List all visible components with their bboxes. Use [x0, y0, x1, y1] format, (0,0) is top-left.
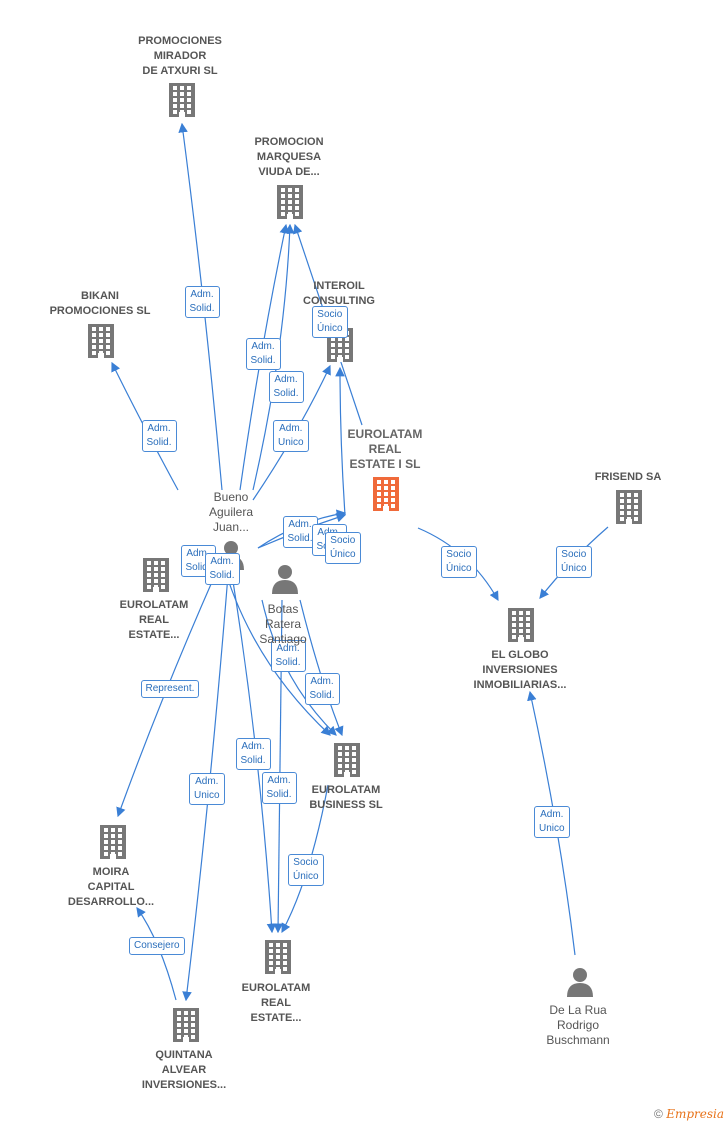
- edge-relationship-label[interactable]: Socio Único: [325, 532, 361, 564]
- edge-relationship-label[interactable]: Adm. Solid.: [261, 772, 297, 804]
- edge-relationship-label[interactable]: Adm. Solid.: [268, 371, 304, 403]
- person-name-label[interactable]: Bueno Aguilera Juan...: [208, 490, 254, 534]
- edge-relationship-label[interactable]: Adm. Solid.: [270, 640, 306, 672]
- edge-relationship-label[interactable]: Adm. Solid.: [184, 286, 220, 318]
- edge-relationship-label[interactable]: Consejero: [129, 937, 185, 955]
- edge-relationship-label[interactable]: Adm. Unico: [189, 773, 225, 805]
- edge-relationship-label[interactable]: Socio Único: [441, 546, 477, 578]
- company-building-icon[interactable]: [277, 185, 303, 219]
- edge-relationship-label[interactable]: Adm. Solid.: [304, 673, 340, 705]
- brand-logo: Empresia: [666, 1107, 724, 1121]
- company-name-label[interactable]: FRISEND SA: [594, 471, 662, 483]
- company-name-label[interactable]: BIKANI PROMOCIONES SL: [49, 290, 151, 317]
- edge-relationship-label[interactable]: Adm. Solid.: [204, 553, 240, 585]
- company-name-label[interactable]: EUROLATAM BUSINESS SL: [309, 784, 383, 811]
- company-name-label[interactable]: QUINTANA ALVEAR INVERSIONES...: [141, 1049, 227, 1091]
- edge-relationship-label[interactable]: Represent.: [140, 680, 200, 698]
- company-building-icon[interactable]: [334, 743, 360, 777]
- edge-relationship-label[interactable]: Adm. Solid.: [235, 738, 271, 770]
- edge-relationship-label[interactable]: Socio Único: [312, 306, 348, 338]
- company-building-icon[interactable]: [169, 83, 195, 117]
- edge-relationship-label[interactable]: Adm. Unico: [273, 420, 309, 452]
- person-icon[interactable]: [272, 565, 298, 594]
- edge-relationship-label[interactable]: Adm. Solid.: [245, 338, 281, 370]
- edge-relationship-label[interactable]: Socio Único: [556, 546, 592, 578]
- company-name-label[interactable]: EUROLATAM REAL ESTATE...: [241, 982, 311, 1024]
- company-name-label[interactable]: PROMOCION MARQUESA VIUDA DE...: [254, 136, 324, 178]
- company-name-label[interactable]: EUROLATAM REAL ESTATE I SL: [347, 427, 423, 471]
- company-building-icon[interactable]: [173, 1008, 199, 1042]
- company-name-label[interactable]: EL GLOBO INVERSIONES INMOBILIARIAS...: [473, 649, 567, 691]
- edge-relationship-label[interactable]: Adm. Unico: [534, 806, 570, 838]
- company-building-icon[interactable]: [100, 825, 126, 859]
- company-building-icon[interactable]: [508, 608, 534, 642]
- company-building-icon[interactable]: [143, 558, 169, 592]
- company-building-icon[interactable]: [265, 940, 291, 974]
- company-name-label[interactable]: PROMOCIONES MIRADOR DE ATXURI SL: [138, 35, 222, 77]
- company-building-icon[interactable]: [616, 490, 642, 524]
- footer-brand[interactable]: © Empresia: [654, 1107, 724, 1121]
- company-name-label[interactable]: INTEROIL CONSULTING: [303, 280, 375, 307]
- edge-line: [335, 366, 346, 516]
- edge-line: [261, 599, 337, 736]
- company-name-label[interactable]: EUROLATAM REAL ESTATE...: [119, 599, 189, 641]
- person-icon[interactable]: [567, 968, 593, 997]
- person-name-label[interactable]: Botas Ratera Santiago: [259, 602, 307, 646]
- edge-relationship-label[interactable]: Adm. Solid.: [141, 420, 177, 452]
- edge-relationship-label[interactable]: Socio Único: [288, 854, 324, 886]
- company-building-icon[interactable]: [88, 324, 114, 358]
- person-name-label[interactable]: De La Rua Rodrigo Buschmann: [546, 1003, 610, 1047]
- company-name-label[interactable]: MOIRA CAPITAL DESARROLLO...: [67, 866, 155, 908]
- copyright-symbol: ©: [654, 1107, 663, 1121]
- main-company-building-icon[interactable]: [373, 477, 399, 511]
